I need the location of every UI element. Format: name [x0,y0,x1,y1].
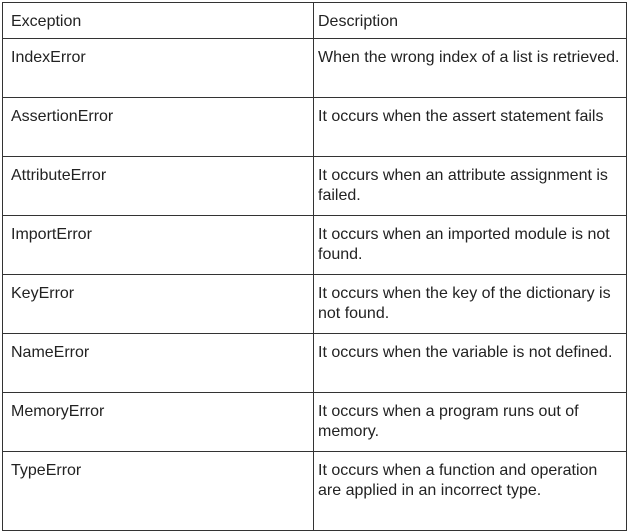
table-row: AttributeError It occurs when an attribu… [2,156,627,216]
exception-name-cell: KeyError [2,274,314,334]
exception-description-cell: It occurs when the variable is not defin… [313,333,627,393]
exception-name-cell: TypeError [2,451,314,531]
exception-name-cell: NameError [2,333,314,393]
table-row: NameError It occurs when the variable is… [2,333,627,393]
exception-description-cell: It occurs when an attribute assignment i… [313,156,627,216]
exception-description-cell: It occurs when the key of the dictionary… [313,274,627,334]
exception-name-cell: IndexError [2,38,314,98]
exception-name-cell: AttributeError [2,156,314,216]
exception-description-cell: It occurs when a program runs out of mem… [313,392,627,452]
table-row: AssertionError It occurs when the assert… [2,97,627,157]
column-header-description: Description [313,2,627,39]
table-row: KeyError It occurs when the key of the d… [2,274,627,334]
table-header-row: Exception Description [2,2,627,39]
exception-name-cell: ImportError [2,215,314,275]
exception-description-cell: It occurs when the assert statement fail… [313,97,627,157]
table-row: IndexError When the wrong index of a lis… [2,38,627,98]
table-row: MemoryError It occurs when a program run… [2,392,627,452]
exception-name-cell: AssertionError [2,97,314,157]
column-header-exception: Exception [2,2,314,39]
exception-name-cell: MemoryError [2,392,314,452]
exception-description-cell: When the wrong index of a list is retrie… [313,38,627,98]
exception-description-cell: It occurs when an imported module is not… [313,215,627,275]
table-row: ImportError It occurs when an imported m… [2,215,627,275]
exception-description-cell: It occurs when a function and operation … [313,451,627,531]
table-row: TypeError It occurs when a function and … [2,451,627,531]
